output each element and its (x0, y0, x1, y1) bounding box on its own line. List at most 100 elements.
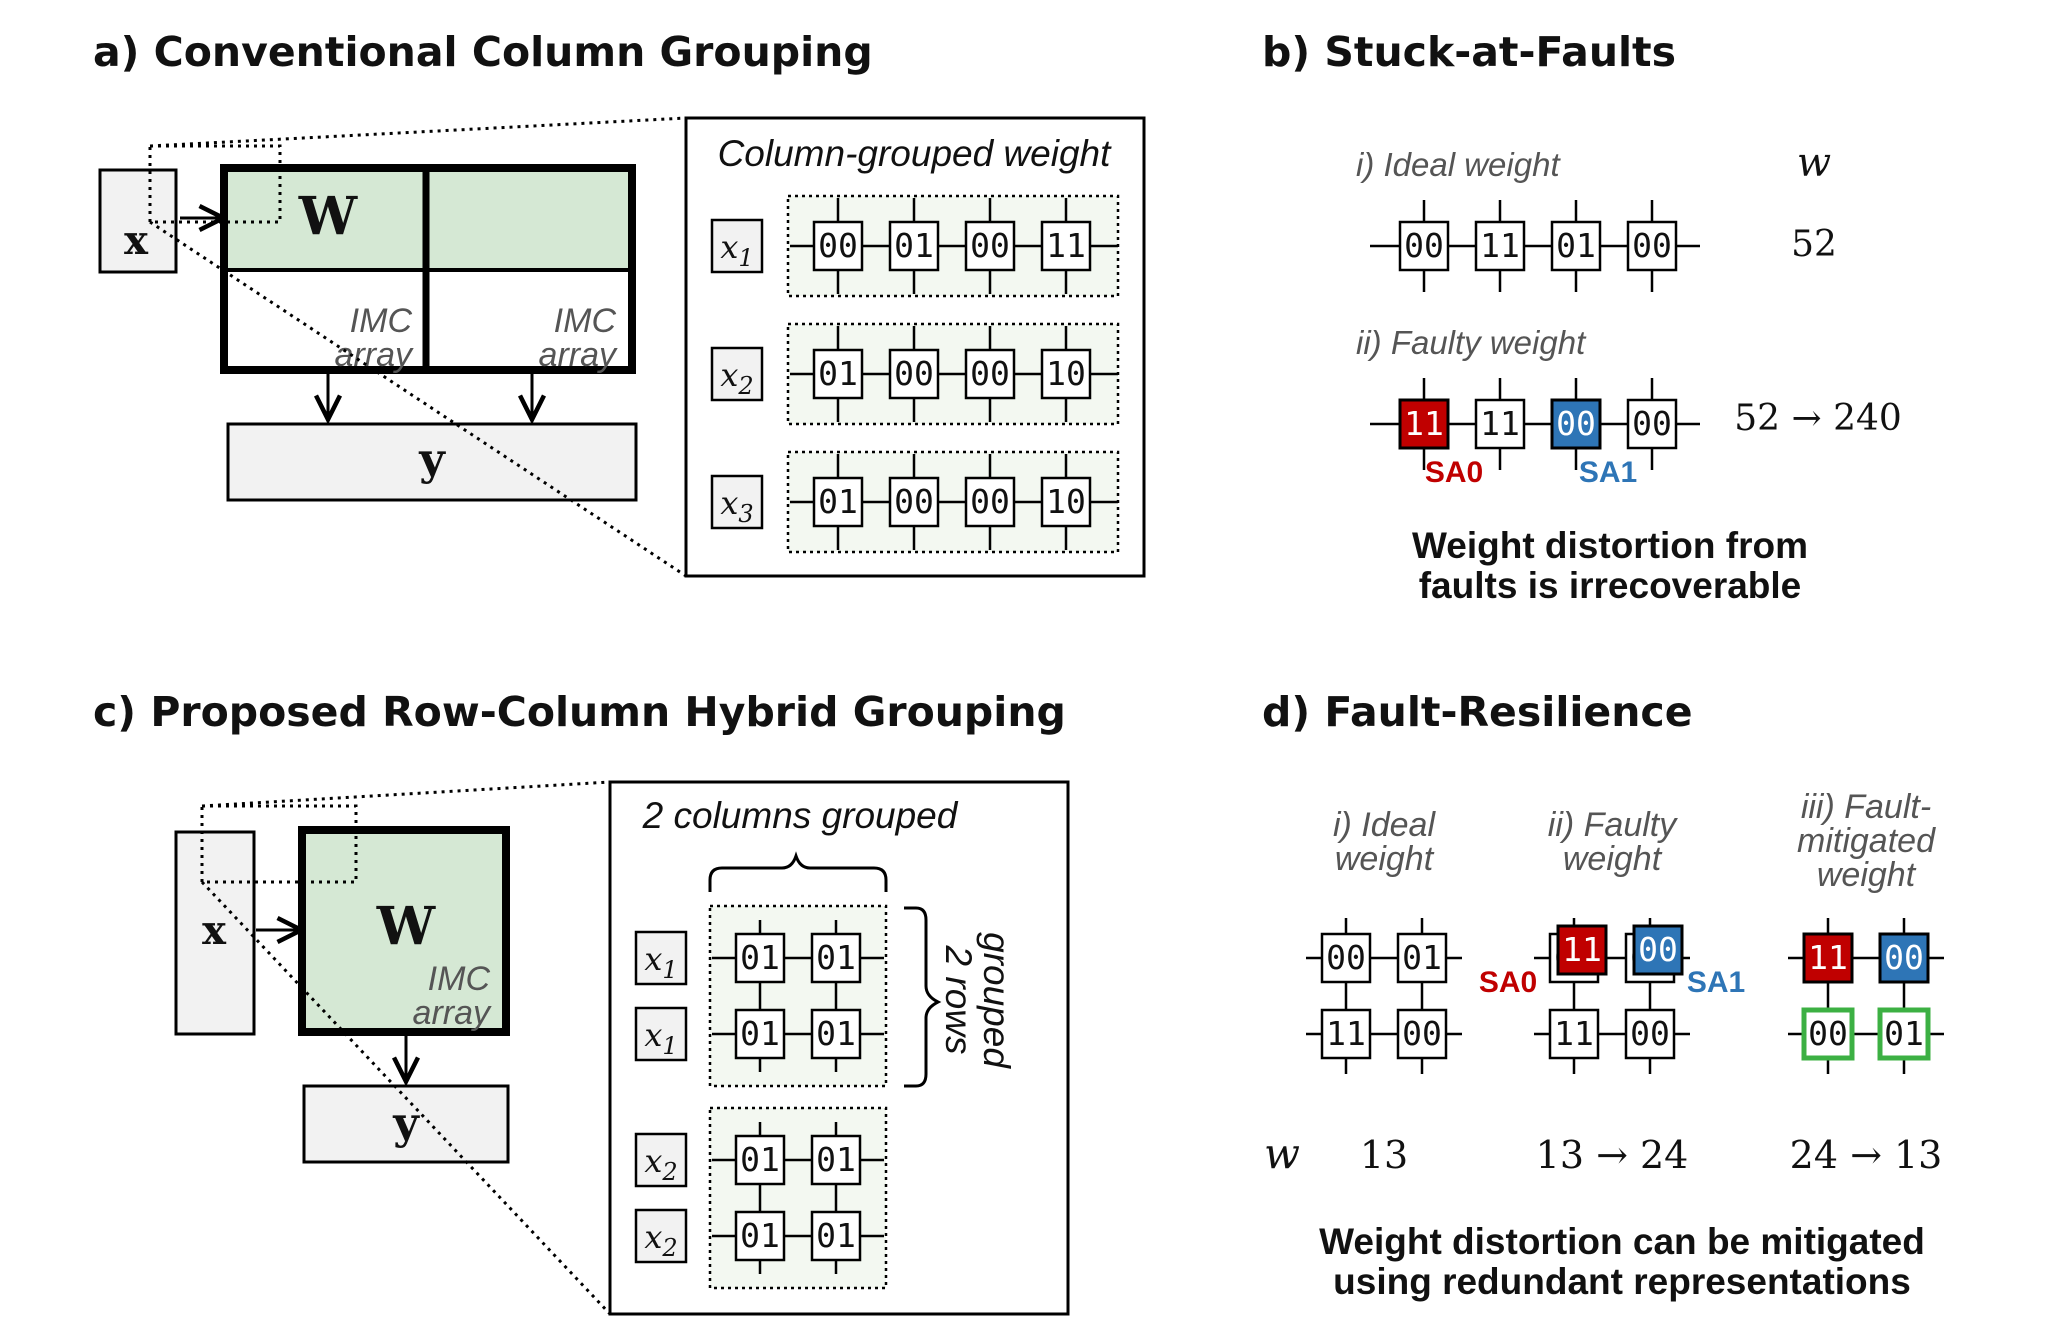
cell-a-r2-c1-value: 01 (818, 354, 858, 393)
cell-a-r1-c3-value: 00 (970, 226, 1010, 265)
zoom-a-title: Column-grouped weight (718, 133, 1113, 174)
cell-a-r1-c2-value: 01 (894, 226, 934, 265)
zoom-source-region (148, 144, 282, 224)
sa0-label: SA0 (1425, 456, 1483, 489)
faulty-cell-1-value: 11 (1404, 404, 1444, 443)
faulty-weight-label: ii) Faulty weight (1356, 324, 1587, 361)
cell-c-r1-c1 (734, 932, 786, 984)
ideal-weight-label: i) Ideal weight (1356, 146, 1561, 183)
cell-a-r2-c2-value: 00 (894, 354, 934, 393)
cell-a-r3-c1 (812, 476, 864, 528)
d-ideal-cell-4 (1396, 1008, 1448, 1060)
d-ideal-cell-2 (1396, 932, 1448, 984)
cell-c-r2-c1-value: 01 (740, 1014, 780, 1053)
zoom-c-title: 2 columns grouped (642, 795, 959, 836)
d-faulty-cell-2-value: 00 (1638, 930, 1678, 969)
d-faulty-cell-4-value: 00 (1630, 1014, 1670, 1053)
cell-a-r3-c3-value: 00 (970, 482, 1010, 521)
d-col3-line1: iii) Fault- (1801, 788, 1931, 826)
input-x2-row4-box (634, 1208, 688, 1264)
cell-a-r3-c2-value: 00 (894, 482, 934, 521)
d-col3-line3: weight (1817, 856, 1917, 894)
input-x1-label-box (710, 218, 764, 274)
array-right-green (428, 168, 632, 270)
b-caption-line1: Weight distortion from (1412, 525, 1808, 566)
output-y-box (226, 422, 638, 502)
zoom-line-top (149, 116, 687, 148)
input-x1-row1-box (634, 930, 688, 986)
input-x-label: x (124, 217, 149, 264)
d-col3-line2: mitigated (1797, 822, 1936, 860)
cell-c-r3-c1-value: 01 (740, 1140, 780, 1179)
zoom-line-top-c (201, 780, 611, 808)
d-mitigated-cell-3-value: 00 (1808, 1014, 1848, 1053)
faulty-cell-1 (1398, 398, 1450, 450)
sa1-label: SA1 (1579, 456, 1637, 489)
cell-c-r4-c2-value: 01 (816, 1216, 856, 1255)
d-ideal-cell-3 (1320, 1008, 1372, 1060)
panel-a-title: a) Conventional Column Grouping (93, 28, 873, 76)
cell-a-r1-c4-value: 11 (1046, 226, 1086, 265)
side-label-line1: grouped (976, 932, 1017, 1069)
panel-b-title: b) Stuck-at-Faults (1262, 28, 1676, 76)
ideal-cell-3-value: 01 (1556, 226, 1596, 265)
panel-d-title: d) Fault-Resilience (1262, 688, 1693, 736)
weight-W-label-c: W (376, 896, 437, 957)
faulty-cell-4 (1626, 398, 1678, 450)
cell-a-r3-c1-value: 01 (818, 482, 858, 521)
cell-a-r1-c1 (812, 220, 864, 272)
panel-c: c) Proposed Row-Column Hybrid Grouping x… (93, 688, 1070, 1316)
cell-c-r2-c1 (734, 1008, 786, 1060)
cell-c-r4-c2 (810, 1210, 862, 1262)
cell-c-r2-c2-value: 01 (816, 1014, 856, 1053)
d-mitigated-cell-1 (1802, 932, 1854, 984)
d-faulty-cell-2 (1632, 924, 1684, 976)
faulty-cell-3-value: 00 (1556, 404, 1596, 443)
ideal-cell-4 (1626, 220, 1678, 272)
input-x2-row4: x2 (644, 1218, 677, 1262)
d-val1: 13 (1360, 1133, 1408, 1177)
ideal-cell-1 (1398, 220, 1450, 272)
imc-label-c-line1: IMC (428, 960, 491, 998)
d-w-label: w (1264, 1129, 1300, 1178)
cell-a-r1-c1-value: 00 (818, 226, 858, 265)
d-col1-line1: i) Ideal (1333, 806, 1436, 844)
cell-a-r3-c3 (964, 476, 1016, 528)
cell-a-r2-c1 (812, 348, 864, 400)
side-label-line2: 2 rows (938, 945, 979, 1055)
input-x1-row1: x1 (644, 940, 677, 984)
panel-d: d) Fault-Resilience i) Ideal weight ii) … (1262, 688, 1944, 1302)
imc-label-2-line2: array (539, 336, 618, 374)
cell-a-r3-c2 (888, 476, 940, 528)
d-faulty-cell-1-value: 11 (1562, 930, 1602, 969)
imc-label-c-line2: array (413, 994, 492, 1032)
input-x1-label: x1 (720, 228, 753, 272)
cell-a-r2-c3-value: 00 (970, 354, 1010, 393)
d-mitigated-cell-3 (1801, 1007, 1855, 1061)
ideal-cell-1-value: 00 (1404, 226, 1444, 265)
d-val3: 24 → 13 (1790, 1133, 1943, 1177)
faulty-cell-3 (1550, 398, 1602, 450)
weight-W-label: W (298, 186, 359, 247)
faulty-cell-2-value: 11 (1480, 404, 1520, 443)
cell-c-r2-c2 (810, 1008, 862, 1060)
input-x3-label-box (710, 474, 764, 530)
cell-c-r3-c2-value: 01 (816, 1140, 856, 1179)
d-ideal-cell-3-value: 11 (1326, 1014, 1366, 1053)
panel-a: a) Conventional Column Grouping x W IMC … (93, 28, 1146, 578)
faulty-value: 52 → 240 (1734, 398, 1902, 439)
cell-c-r1-c2-value: 01 (816, 938, 856, 977)
imc-label-1-line1: IMC (350, 302, 413, 340)
d-col1-line2: weight (1335, 840, 1435, 878)
cell-a-r2-c4 (1040, 348, 1092, 400)
d-faulty-cell-1 (1556, 924, 1608, 976)
input-x2-row3: x2 (644, 1142, 677, 1186)
cell-c-r3-c1 (734, 1134, 786, 1186)
input-x2-row3-box (634, 1132, 688, 1188)
cell-c-r4-c1 (734, 1210, 786, 1262)
d-ideal-cell-1 (1320, 932, 1372, 984)
